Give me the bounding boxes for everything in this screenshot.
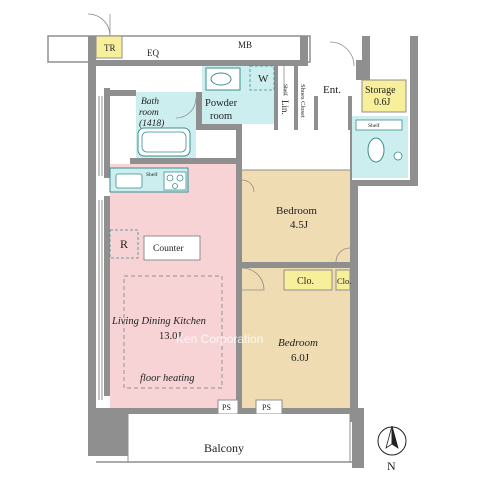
compass-icon xyxy=(377,425,407,456)
storage-floor xyxy=(361,79,407,113)
closet-2 xyxy=(335,269,351,291)
left-window xyxy=(98,96,103,400)
storage-line1: Storage xyxy=(365,85,396,96)
floor-heating-label: floor heating xyxy=(140,373,195,384)
ldk-floor xyxy=(110,164,236,408)
clo1-label: Clo. xyxy=(297,276,314,287)
washer-space xyxy=(249,65,275,91)
door-swings xyxy=(87,13,355,291)
bathtub-icon xyxy=(137,127,191,157)
ps1-label: PS xyxy=(222,403,231,412)
bedroom2-floor xyxy=(242,268,350,408)
shoes-closet-label: Shoes Closet xyxy=(299,84,306,118)
bath-line2: room xyxy=(139,108,159,118)
top-exterior-strip xyxy=(47,35,311,63)
counter-bar xyxy=(143,235,201,261)
tr-box xyxy=(95,35,123,59)
entrance-floor xyxy=(318,80,358,96)
watermark: Ken Corporation xyxy=(176,332,263,346)
closet-1 xyxy=(283,269,333,291)
shelf-top-label: Shelf xyxy=(282,84,289,96)
ldk-line2: 13.0J xyxy=(159,331,181,342)
powder-line1: Powder xyxy=(205,98,238,109)
bath-line1: Bath xyxy=(141,97,159,107)
counter-label: Counter xyxy=(153,244,184,254)
ldk-line1: Living Dining Kitchen xyxy=(111,316,206,327)
eq-label: EQ xyxy=(147,48,159,58)
fridge-space xyxy=(109,229,139,259)
lin-label: Lin. xyxy=(280,100,290,115)
ent-label: Ent. xyxy=(323,84,341,96)
w-label: W xyxy=(258,73,269,85)
powder-line2: room xyxy=(210,111,232,122)
clo2-label: Clo. xyxy=(337,276,351,286)
balcony-label: Balcony xyxy=(204,441,244,455)
walls xyxy=(88,36,418,456)
compass-label: N xyxy=(387,459,396,473)
ps2-label: PS xyxy=(262,403,271,412)
bedroom1-line2: 4.5J xyxy=(290,219,309,231)
bedroom2-line1: Bedroom xyxy=(278,337,318,349)
bedroom1-floor xyxy=(242,170,350,262)
hallway-floor xyxy=(242,130,350,170)
shelf-kitchen-label: Shelf xyxy=(146,171,158,178)
tr-label: TR xyxy=(104,43,116,53)
sink-icon xyxy=(115,173,143,189)
bath-size: (1418) xyxy=(139,118,164,129)
bedroom1-line1: Bedroom xyxy=(276,205,317,217)
toilet-icon xyxy=(367,137,385,163)
floor-heating-area xyxy=(123,275,223,389)
fridge-label: R xyxy=(120,237,128,251)
washbasin-icon xyxy=(205,67,241,91)
storage-line2: 0.6J xyxy=(374,97,391,108)
stove-icon xyxy=(163,171,187,191)
bedroom2-line2: 6.0J xyxy=(291,352,310,364)
balcony-floor xyxy=(128,414,350,462)
shelf-toilet-label: Shelf xyxy=(368,122,380,129)
mb-label: MB xyxy=(238,40,252,50)
